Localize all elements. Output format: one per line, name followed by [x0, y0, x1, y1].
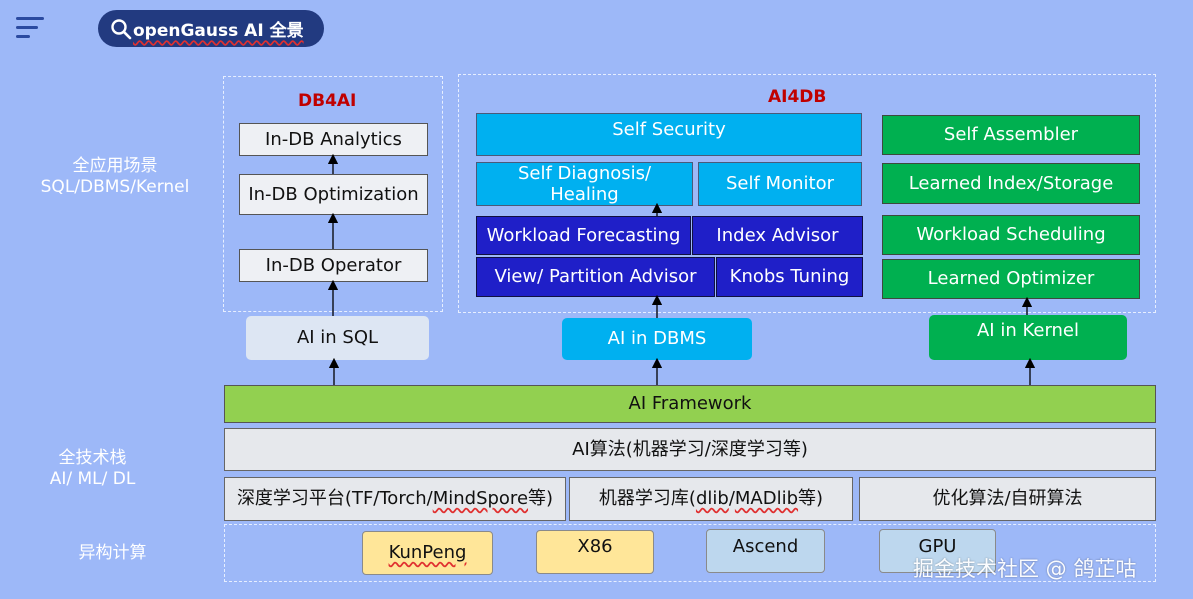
ascend-box[interactable]: Ascend — [706, 529, 825, 573]
ml-library-madlib: MADlib — [734, 488, 799, 509]
page-title: openGauss AI 全景 — [133, 21, 304, 41]
learned-index-box[interactable]: Learned Index/Storage — [882, 163, 1140, 204]
scenarios-label: 全应用场景 SQL/DBMS/Kernel — [40, 156, 190, 197]
workload-forecasting-box[interactable]: Workload Forecasting — [476, 216, 691, 255]
knobs-tuning-box[interactable]: Knobs Tuning — [716, 257, 863, 297]
optimization-algorithms-box[interactable]: 优化算法/自研算法 — [859, 477, 1156, 521]
hardware-frame — [224, 524, 1156, 582]
ml-library-sep: / — [728, 488, 735, 509]
ai-in-dbms-box[interactable]: AI in DBMS — [562, 318, 752, 360]
hetero-label: 异构计算 — [78, 543, 147, 563]
self-monitor-box[interactable]: Self Monitor — [698, 162, 862, 206]
ml-library-prefix: 机器学习库( — [598, 488, 696, 509]
ai4db-title: AI4DB — [768, 87, 827, 107]
self-security-box[interactable]: Self Security — [476, 113, 862, 156]
dl-platform-suffix: 等) — [528, 488, 554, 509]
kunpeng-label: KunPeng — [388, 542, 467, 563]
view-partition-advisor-box[interactable]: View/ Partition Advisor — [476, 257, 715, 297]
dl-platform-prefix: 深度学习平台(TF/Torch/ — [236, 488, 433, 509]
index-advisor-box[interactable]: Index Advisor — [692, 216, 863, 255]
watermark: 掘金技术社区 @ 鸽芷咕 — [913, 557, 1137, 581]
ai4db-frame — [458, 74, 1156, 313]
self-assembler-box[interactable]: Self Assembler — [882, 115, 1140, 155]
db4ai-title: DB4AI — [298, 91, 357, 111]
menu-icon[interactable] — [16, 17, 44, 39]
ai-algorithms-bar[interactable]: AI算法(机器学习/深度学习等) — [224, 428, 1156, 471]
ai-in-sql-box[interactable]: AI in SQL — [246, 316, 429, 360]
ai-in-kernel-box[interactable]: AI in Kernel — [929, 315, 1127, 360]
gpu-box[interactable]: GPU — [879, 529, 996, 573]
workload-scheduling-box[interactable]: Workload Scheduling — [882, 215, 1140, 255]
title-pill: openGauss AI 全景 — [98, 10, 324, 47]
search-icon — [111, 18, 132, 39]
ml-library-dlib: dlib — [695, 488, 729, 509]
kunpeng-box[interactable]: KunPeng — [362, 531, 493, 575]
in-db-optimization-box[interactable]: In-DB Optimization — [239, 174, 428, 215]
ai-framework-bar[interactable]: AI Framework — [224, 385, 1156, 423]
x86-box[interactable]: X86 — [536, 530, 654, 574]
in-db-analytics-box[interactable]: In-DB Analytics — [239, 123, 428, 156]
dl-platform-mindspore: MindSpore — [432, 488, 529, 509]
stack-label: 全技术栈 AI/ ML/ DL — [49, 448, 136, 489]
self-diagnosis-box[interactable]: Self Diagnosis/ Healing — [476, 162, 693, 206]
learned-optimizer-box[interactable]: Learned Optimizer — [882, 259, 1140, 299]
ml-library-suffix: 等) — [798, 488, 824, 509]
